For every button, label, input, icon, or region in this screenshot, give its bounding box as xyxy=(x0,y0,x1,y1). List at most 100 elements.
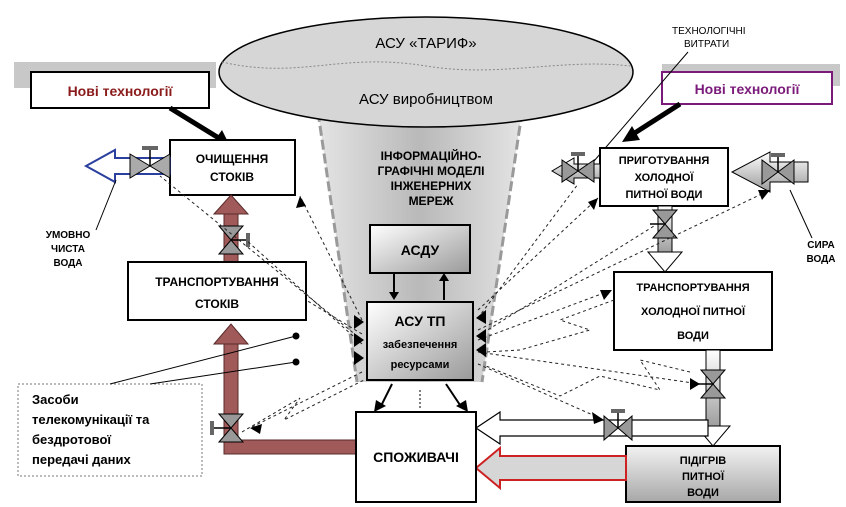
water-prep-line3: ПИТНОЇ ВОДИ xyxy=(626,188,703,201)
asutp-title: АСУ ТП xyxy=(395,313,446,329)
water-transport-box xyxy=(613,271,773,351)
new-tech-left-arrow xyxy=(168,105,224,143)
raw-water-2: ВОДА xyxy=(807,254,836,265)
asdu-arrow-up-head xyxy=(439,273,449,281)
raw-water-pointer xyxy=(789,189,813,239)
consumer-link-left-head xyxy=(374,400,386,412)
heating-box xyxy=(625,445,781,503)
sewage-pipe-horizontal xyxy=(223,439,357,455)
new-tech-right-box xyxy=(661,71,833,105)
consumers-box xyxy=(355,411,477,503)
water-transport-line3: ВОДИ xyxy=(677,330,709,342)
heating-line1: ПІДІГРІВ xyxy=(680,455,726,467)
asdu-arrow-down-head xyxy=(389,292,399,300)
telecom-pointer-2 xyxy=(149,361,297,385)
asutp-box xyxy=(366,301,474,381)
outflow-arrow xyxy=(83,148,171,184)
cleaning-box xyxy=(169,139,296,196)
sewage-valve-lower xyxy=(210,413,245,443)
consumer-link-right-head xyxy=(456,400,468,412)
water-prep-line1: ПРИГОТУВАННЯ xyxy=(619,155,710,167)
asdu-label: АСДУ xyxy=(401,242,440,258)
telemetry-links xyxy=(159,175,771,429)
new-tech-right-arrow-head xyxy=(622,126,640,142)
clean-water-3: ВОДА xyxy=(54,258,83,269)
cleaning-line2: СТОКІВ xyxy=(210,170,254,184)
telecom-node-1 xyxy=(292,332,300,340)
telecom-line4: передачі даних xyxy=(32,452,132,467)
arrowhead-supply-valve xyxy=(592,412,604,424)
telecom-box xyxy=(17,383,203,477)
raw-water-valve xyxy=(761,153,795,185)
center-title-3: ІНЖЕНЕРНИХ xyxy=(391,179,472,193)
link-outflow-valve xyxy=(159,175,363,341)
link-water-valve1 xyxy=(477,225,655,337)
telecom-pointer-1 xyxy=(109,335,297,385)
heating-line2: ПИТНОЇ xyxy=(682,470,725,483)
tech-losses-2: ВИТРАТИ xyxy=(684,39,729,50)
tech-losses-1: ТЕХНОЛОГІЧНІ xyxy=(672,26,746,37)
asutp-arrowheads xyxy=(354,310,486,365)
supply-arrow xyxy=(474,410,709,446)
supply-valve xyxy=(603,409,633,442)
prep-out-valve xyxy=(561,152,595,183)
water-prep-line2: ХОЛОДНОЇ xyxy=(635,171,695,184)
sewage-pipe-up-arrow xyxy=(212,194,250,215)
water-valve-1 xyxy=(650,209,679,239)
center-title-2: ГРАФІЧНІ МОДЕЛІ xyxy=(378,164,485,178)
sewage-transport-box xyxy=(127,261,307,321)
new-tech-left-label: Нові технології xyxy=(68,83,174,99)
consumers-label: СПОЖИВАЧІ xyxy=(373,449,459,465)
water-transport-line1: ТРАНСПОРТУВАННЯ xyxy=(636,282,749,294)
link-prep-valve xyxy=(477,183,579,319)
asu-production-label: АСУ виробництвом xyxy=(359,91,493,108)
water-pipe-down-arrow-1 xyxy=(646,251,684,273)
telecom-node-2 xyxy=(292,358,300,366)
telecom-line1: Засоби xyxy=(32,392,79,407)
new-tech-left-box xyxy=(30,71,210,109)
arrowhead-water-valve2 xyxy=(690,378,700,390)
outflow-valve xyxy=(129,146,171,179)
water-transport-line2: ХОЛОДНОЇ ПИТНОЇ xyxy=(641,305,746,318)
link-sewage-valve-upper xyxy=(245,239,363,345)
sewage-transport-line2: СТОКІВ xyxy=(195,297,239,311)
clean-water-2: ЧИСТА xyxy=(51,244,85,255)
asu-ellipse xyxy=(218,16,634,128)
wireless-zigzag-right xyxy=(485,299,615,353)
arrowhead-sewage-valve-lower xyxy=(250,424,262,434)
raw-water-1: СИРА xyxy=(807,240,834,251)
hot-water-arrow xyxy=(474,445,627,491)
ellipse-divider xyxy=(221,61,631,71)
asutp-line2: забезпечення xyxy=(383,339,458,351)
arrowhead-prep xyxy=(588,198,598,210)
link-supply-valve xyxy=(477,363,605,421)
telecom-line3: бездротової xyxy=(32,432,111,447)
sewage-pipe-up-arrow-lower xyxy=(212,323,250,345)
heating-line3: ВОДИ xyxy=(687,487,719,499)
telecom-line2: телекомунікації та xyxy=(32,412,150,427)
arrowhead-raw-valve xyxy=(758,190,770,200)
clean-water-1: УМОВНО xyxy=(46,230,91,241)
cleaning-line1: ОЧИЩЕННЯ xyxy=(196,152,269,166)
asu-tariff-label: АСУ «ТАРИФ» xyxy=(375,35,476,52)
center-title-1: ІНФОРМАЦІЙНО- xyxy=(381,148,482,163)
wireless-zigzag-left xyxy=(241,379,365,433)
cone-edge-right xyxy=(480,111,524,383)
arrowhead-water-transport xyxy=(600,290,612,300)
link-water-valve2 xyxy=(477,351,701,385)
link-cleaning xyxy=(299,195,363,321)
asutp-line3: ресурсами xyxy=(391,359,450,371)
center-title-4: МЕРЕЖ xyxy=(409,194,454,208)
new-tech-right-label: Нові технології xyxy=(695,81,801,97)
new-tech-right-arrow xyxy=(628,101,682,139)
cone-edge-left xyxy=(316,111,359,383)
arrowhead-cleaning xyxy=(296,196,306,208)
sewage-transport-line1: ТРАНСПОРТУВАННЯ xyxy=(155,275,279,289)
water-valve-2 xyxy=(698,369,727,399)
link-sewage-valve-lower xyxy=(249,371,363,429)
wireless-zigzag-right-2 xyxy=(485,359,691,397)
clean-water-pointer xyxy=(95,179,117,231)
asdu-box xyxy=(369,224,471,274)
